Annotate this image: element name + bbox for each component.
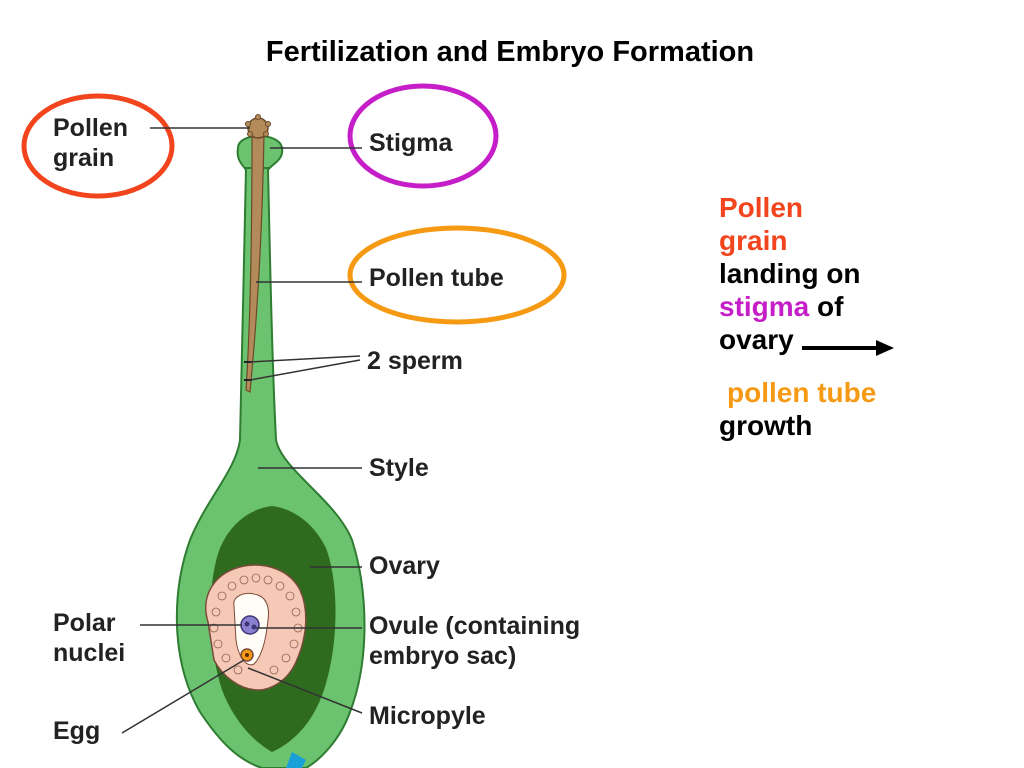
label-two-sperm: 2 sperm bbox=[367, 347, 463, 375]
side-landing-on: landing on bbox=[719, 258, 861, 289]
side-grain: grain bbox=[719, 225, 788, 256]
polar-nuclei-shape bbox=[240, 615, 260, 635]
label-egg: Egg bbox=[53, 717, 101, 745]
side-explanation: Pollen grain landing on stigma of ovary … bbox=[719, 191, 929, 442]
label-style: Style bbox=[369, 454, 429, 482]
stigma-highlight-circle bbox=[347, 83, 499, 189]
cyan-arrow-fragment bbox=[286, 752, 306, 768]
label-pollen-grain: Pollen grain bbox=[53, 114, 129, 172]
pollen-tube-highlight-circle bbox=[347, 225, 567, 325]
label-ovary: Ovary bbox=[369, 552, 440, 580]
label-polar-nuclei: Polar nuclei bbox=[53, 609, 126, 667]
pollen-tube-shape bbox=[245, 133, 265, 393]
side-of: of bbox=[817, 291, 844, 322]
side-growth: growth bbox=[719, 410, 813, 441]
side-ovary: ovary bbox=[719, 324, 794, 355]
side-ovary-line: ovary bbox=[719, 323, 929, 356]
label-micropyle: Micropyle bbox=[369, 702, 486, 730]
leader-lines bbox=[121, 127, 363, 734]
pistil bbox=[175, 114, 366, 768]
label-ovule: Ovule (containing embryo sac) bbox=[369, 612, 581, 670]
side-pollen: Pollen bbox=[719, 192, 804, 223]
pollen-grain-highlight-circle bbox=[21, 93, 175, 199]
pollen-grain-shape bbox=[245, 114, 271, 139]
label-pollen-tube: Pollen tube bbox=[369, 264, 504, 292]
right-arrow-icon bbox=[800, 332, 896, 356]
side-stigma: stigma bbox=[719, 291, 810, 322]
side-stigma-line: stigma of bbox=[719, 290, 929, 323]
label-stigma: Stigma bbox=[369, 129, 453, 157]
side-pollen-tube: pollen tube bbox=[727, 377, 877, 408]
slide-title: Fertilization and Embryo Formation bbox=[265, 36, 755, 68]
